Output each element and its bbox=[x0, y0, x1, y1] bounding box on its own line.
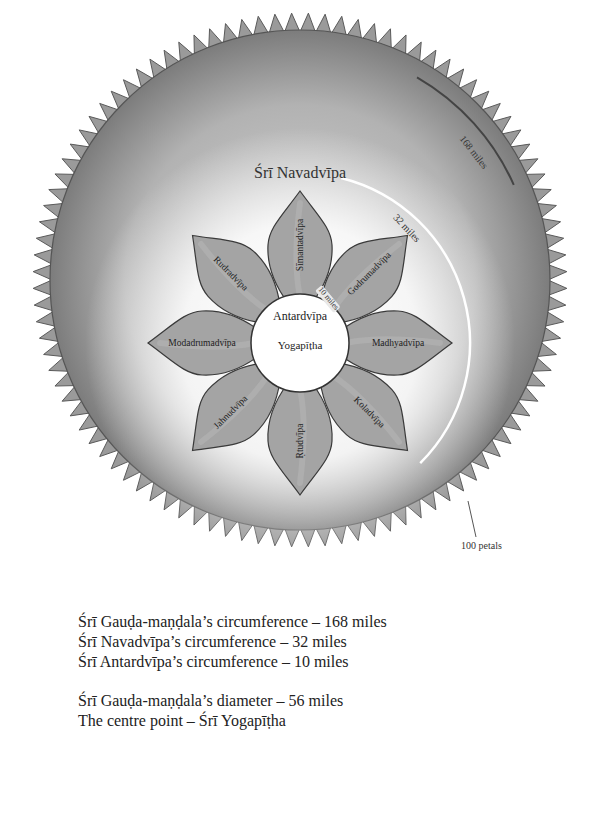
leader-line bbox=[468, 501, 476, 537]
note-line: Śrī Antardvīpa’s circumference – 10 mile… bbox=[78, 652, 349, 672]
petal-label: Sīmantadvīpa bbox=[295, 219, 305, 271]
mandala-disk: Śrī NavadvīpaSīmantadvīpaGodrumadvīpaMad… bbox=[32, 12, 568, 548]
node-label: Yogapīṭha bbox=[278, 339, 323, 351]
navadvipa-glow bbox=[85, 128, 515, 558]
node-heading: Antardvīpa bbox=[273, 310, 327, 323]
dimension-label: 100 petals bbox=[461, 540, 502, 551]
region-title: Śrī Navadvīpa bbox=[254, 164, 346, 182]
mandala-arc bbox=[417, 77, 514, 184]
petal-label: Madhyadvīpa bbox=[372, 338, 424, 348]
note-line: The centre point – Śrī Yogapīṭha bbox=[78, 711, 286, 731]
note-line: Śrī Gauḍa-maṇḍala’s circumference – 168 … bbox=[78, 612, 387, 632]
note-line: Śrī Navadvīpa’s circumference – 32 miles bbox=[78, 632, 347, 652]
petal-label: Ṛtudvīpa bbox=[295, 424, 305, 459]
petal-label: Modadrumadvīpa bbox=[168, 338, 236, 348]
note-line: Śrī Gauḍa-maṇḍala’s diameter – 56 miles bbox=[78, 691, 343, 711]
